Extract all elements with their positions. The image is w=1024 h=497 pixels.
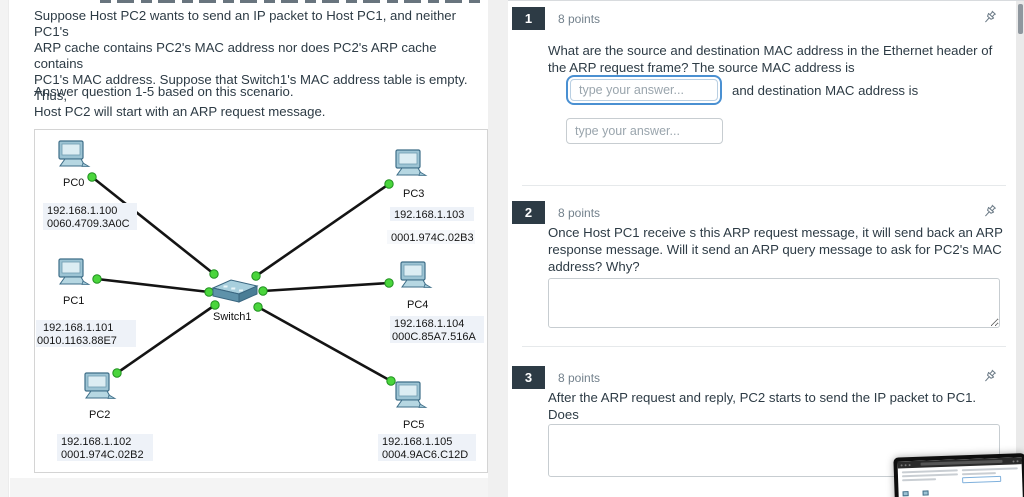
pc5-ip: 192.168.1.105: [382, 436, 452, 448]
pc4-icon: [400, 261, 432, 289]
question-points: 8 points: [558, 206, 601, 220]
node-label: PC3: [403, 188, 424, 200]
address-labels: 192.168.1.100 0060.4709.3A0C 192.168.1.1…: [36, 203, 484, 461]
pc3-icon: [395, 149, 427, 177]
node-label: PC1: [63, 295, 84, 307]
pc1-icon: [58, 258, 90, 286]
switch1-icon: [212, 279, 258, 303]
pin-question-icon[interactable]: [981, 9, 998, 26]
packet-tracer-topology: PC0 PC1 PC2 PC3 PC4 PC5 Switch1 192.168.…: [36, 140, 484, 461]
pc4-ip: 192.168.1.104: [394, 318, 464, 330]
question-number-badge: 1: [512, 7, 545, 30]
questions-panel: 1 8 points What are the source and desti…: [508, 0, 1024, 497]
scenario-instruction: Answer question 1-5 based on this scenar…: [34, 84, 294, 99]
scrollbar-track[interactable]: [1016, 1, 1024, 497]
scenario-panel: Suppose Host PC2 wants to send an IP pac…: [10, 0, 518, 497]
answer-row-label: and destination MAC address is: [732, 82, 919, 98]
question-points: 8 points: [558, 12, 601, 26]
scenario-paragraph: Suppose Host PC2 wants to send an IP pac…: [34, 8, 468, 119]
question-1: 1 8 points What are the source and desti…: [508, 1, 1024, 185]
pc5-icon: [395, 381, 427, 409]
pc0-icon: [58, 140, 90, 168]
pc1-ip: 192.168.1.101: [43, 322, 113, 334]
question-2-answer-textarea[interactable]: [548, 278, 1000, 328]
focused-input-ring: [566, 75, 722, 105]
answer-row: and destination MAC address is: [566, 75, 918, 105]
network-diagram: PC0 PC1 PC2 PC3 PC4 PC5 Switch1 192.168.…: [34, 129, 488, 473]
source-mac-input[interactable]: [570, 79, 718, 101]
question-text: What are the source and destination MAC …: [548, 43, 993, 75]
screen-share-thumbnail: [893, 453, 1024, 497]
node-label: PC4: [407, 299, 428, 311]
pc2-icon: [84, 372, 116, 400]
pin-question-icon[interactable]: [981, 203, 998, 220]
pc2-ip: 192.168.1.102: [61, 436, 131, 448]
link-status-dots: [87, 172, 396, 386]
left-edge-strip: [0, 0, 9, 497]
scrollbar-thumb[interactable]: [1018, 4, 1023, 34]
thumbnail-content: [898, 464, 1023, 497]
bottom-band: [10, 478, 518, 497]
clipped-text-fragment: [100, 0, 480, 3]
node-label: PC5: [403, 419, 424, 431]
section-divider: [522, 346, 1006, 347]
pc1-mac: 0010.1163.88E7: [37, 335, 117, 347]
section-divider: [522, 185, 1006, 186]
question-number-badge: 3: [512, 366, 545, 389]
question-points: 8 points: [558, 371, 601, 385]
pin-question-icon[interactable]: [981, 368, 998, 385]
question-number-badge: 2: [512, 201, 545, 224]
pc0-ip: 192.168.1.100: [47, 205, 117, 217]
pc4-mac: 000C.85A7.516A: [392, 331, 476, 343]
destination-mac-input[interactable]: [566, 118, 723, 144]
node-label: PC0: [63, 177, 84, 189]
ethernet-links: [91, 175, 392, 383]
node-label: PC2: [89, 409, 110, 421]
question-2: 2 8 points Once Host PC1 receive s this …: [508, 185, 1024, 346]
pc2-mac: 0001.974C.02B2: [61, 449, 144, 461]
pc0-mac: 0060.4709.3A0C: [47, 218, 130, 230]
pc3-mac: 0001.974C.02B3: [391, 232, 474, 244]
pc3-ip: 192.168.1.103: [394, 209, 464, 221]
pc5-mac: 0004.9AC6.C12D: [382, 449, 468, 461]
thumbnail-screen: [897, 457, 1024, 497]
question-text: Once Host PC1 receive s this ARP request…: [548, 225, 1003, 274]
panel-gutter: [488, 0, 508, 497]
switch-label: Switch1: [213, 311, 252, 323]
